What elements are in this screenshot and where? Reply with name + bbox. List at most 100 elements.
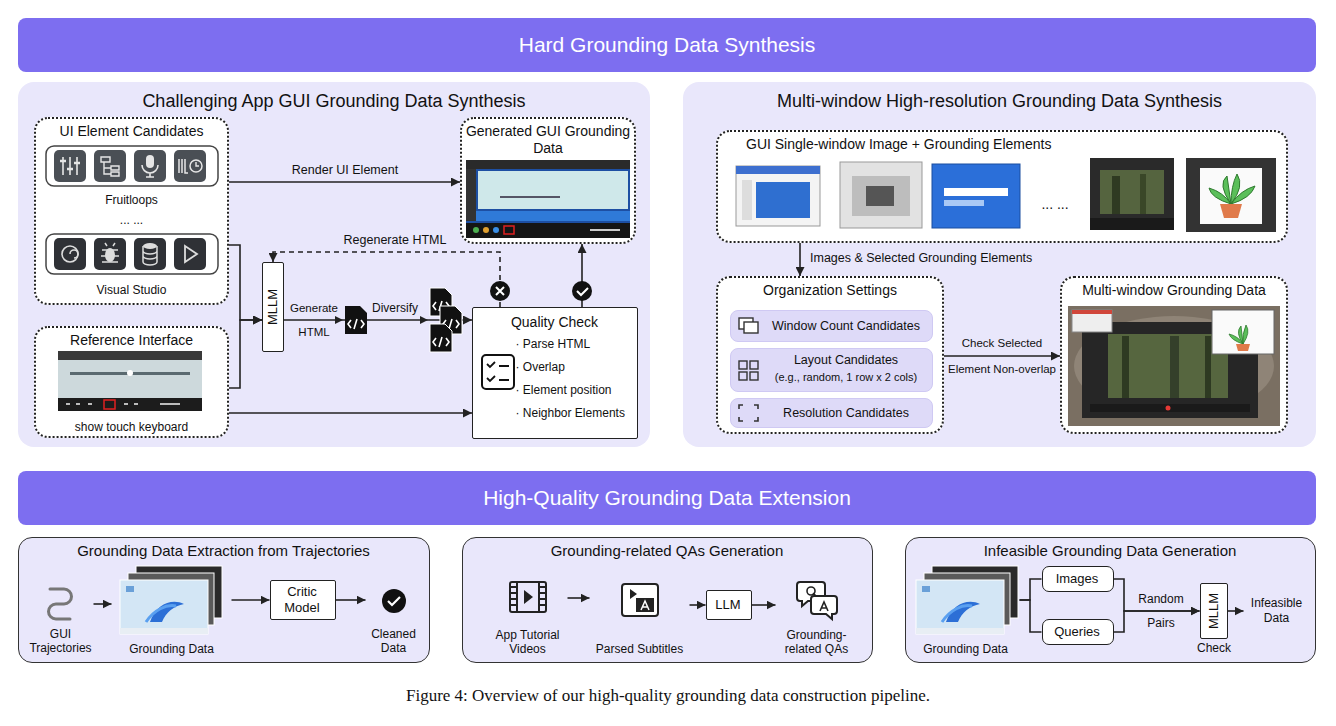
setting-icons (739, 318, 758, 421)
node-text: Infeasible Data (1251, 596, 1302, 624)
icon-part (572, 281, 592, 301)
connector (799, 243, 801, 276)
icon-part (473, 227, 479, 233)
node-text: Multi-window Grounding Data (1082, 282, 1266, 298)
section-panel: Grounding Data Extraction from Trajector… (18, 537, 430, 663)
note-label: Diversify (372, 301, 418, 315)
icon-part (1170, 336, 1179, 398)
icon-part (126, 586, 134, 592)
connector (1020, 579, 1042, 600)
icon-part (736, 166, 820, 226)
note-label: Check (1197, 641, 1231, 655)
edge-label-holder: Render UI Element (260, 163, 430, 178)
node-text: Parsed Subtitles (596, 642, 683, 656)
icon-part (1166, 406, 1171, 411)
icon-part (1090, 404, 1250, 412)
icon-part (636, 598, 654, 612)
node-text: High-Quality Grounding Data Extension (483, 486, 851, 509)
icon-part (1068, 306, 1280, 426)
note-label-holder: Random Pairs (1129, 587, 1193, 635)
icon-part (739, 361, 747, 369)
icon-part (335, 316, 343, 324)
text-holder: (e.g., random, 1 row x 2 cols) (762, 371, 930, 384)
icon-part (496, 287, 504, 295)
icon-part (852, 176, 910, 216)
node-text: Infeasible Grounding Data Generation (984, 542, 1237, 559)
note-label-holder: Check (1188, 641, 1240, 655)
icon-part (174, 238, 206, 270)
text-holder: · Parse HTML (516, 337, 636, 351)
icon-part (143, 246, 157, 265)
text-holder: show touch keyboard (34, 420, 229, 434)
node-text: LLM (715, 597, 740, 612)
text-holder: Reference Interface (34, 332, 229, 349)
option-pill: Window Count Candidates (730, 310, 933, 342)
edge-label-holder: Check Selected Element Non-overlap (946, 330, 1058, 382)
option-pill: Layout Candidates (e.g., random, 1 row x … (730, 348, 933, 392)
icon-part (1122, 336, 1129, 398)
icon-part (517, 582, 539, 612)
icon-part (524, 590, 533, 604)
node-text: Generated GUI Grounding Data (466, 123, 630, 156)
icon-part (944, 200, 984, 206)
node-text: Organization Settings (763, 282, 897, 298)
icon-part (466, 160, 630, 169)
icon-part (1229, 325, 1248, 344)
edge-label: Check Selected Element Non-overlap (948, 337, 1056, 375)
node-text: Layout Candidates (794, 353, 898, 367)
connector (690, 604, 706, 606)
edge-label: Generate HTML (290, 302, 338, 338)
icon-part (750, 372, 758, 380)
icon-part (922, 586, 930, 592)
node-text: App Tutorial Videos (495, 628, 559, 656)
text-holder: Hard Grounding Data Synthesis (18, 32, 1316, 57)
text-holder: Infeasible Grounding Data Generation (905, 542, 1316, 560)
icon-part (54, 150, 86, 182)
icon-part (944, 188, 1008, 196)
icon-part (1100, 170, 1164, 214)
icon-part (487, 362, 495, 381)
icon-part (811, 596, 837, 619)
note-label: Random Pairs (1138, 592, 1183, 630)
dotted-box: UI Element CandidatesFruitloops... ...Vi… (34, 117, 229, 305)
fruitloops-icons (46, 146, 218, 186)
icon-part (54, 238, 86, 270)
icon-part (577, 288, 588, 295)
note-label: ... ... (1041, 196, 1068, 212)
icon-part (744, 322, 758, 333)
qa-icon (797, 582, 837, 619)
edge-label: Render UI Element (292, 163, 398, 177)
icon-part (476, 211, 630, 221)
icon-part (866, 186, 894, 206)
generated-screenshot (466, 160, 630, 238)
node-text: Grounding Data (923, 642, 1008, 656)
edge-label-holder: Generate HTML (285, 296, 343, 344)
icon-part (807, 587, 815, 595)
text-holder: Quality Check (472, 314, 638, 331)
icon-part (622, 584, 658, 616)
icon-part (742, 180, 752, 220)
node-text: Resolution Candidates (783, 406, 909, 420)
caption-holder: Figure 4: Overview of our high-quality g… (0, 686, 1336, 706)
node-text: · Element position (516, 383, 612, 397)
text-holder: ... ... (34, 213, 229, 227)
node-text: Challenging App GUI Grounding Data Synth… (142, 91, 525, 111)
node-text: · Parse HTML (516, 337, 591, 351)
icon-part (1090, 218, 1174, 230)
text-holder: Grounding-related QAs (776, 628, 858, 657)
process-box: LLM (706, 590, 752, 620)
text-holder: Multi-window Grounding Data (1060, 282, 1288, 299)
node-text: Visual Studio (97, 283, 167, 297)
icon-part (1090, 158, 1174, 230)
icon-part (146, 606, 176, 622)
infeasible-images (916, 566, 1018, 634)
edge-label-holder: Images & Selected Grounding Elements (810, 251, 1070, 266)
connector (1020, 600, 1042, 632)
icon-part (430, 324, 452, 352)
multi-window-screenshot (1068, 306, 1280, 426)
icon-part (63, 157, 77, 175)
icon-part (94, 150, 126, 182)
icon-part (134, 150, 166, 182)
model-box: MLLM (262, 262, 284, 352)
